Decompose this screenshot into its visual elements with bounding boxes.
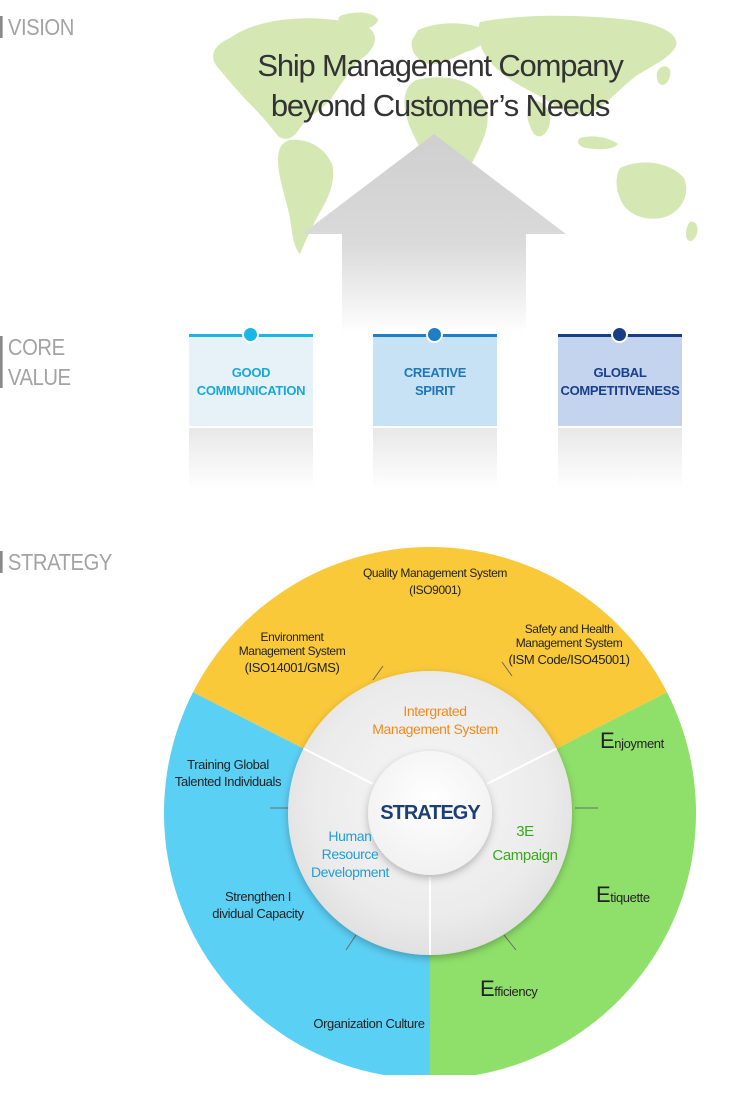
core-value-label: CREATIVE SPIRIT xyxy=(403,365,467,398)
efficiency-label-initial: E xyxy=(480,976,494,1001)
vision-title-line2: beyond Customer’s Needs xyxy=(270,88,610,123)
shms-label-line2: Management System xyxy=(516,636,623,650)
connector-tick xyxy=(372,665,384,681)
vision-title-line1: Ship Management Company xyxy=(257,48,623,83)
map-south-america xyxy=(278,139,334,254)
core-value-card: GOOD COMMUNICATION xyxy=(189,326,313,426)
vision-title: Ship Management Company beyond Customer’… xyxy=(210,46,670,126)
enjoyment-label: Enjoyment xyxy=(600,728,665,753)
map-north-america xyxy=(213,18,376,139)
organization-culture-label: Organization Culture xyxy=(313,1016,424,1031)
core-value-label-text: CORE VALUE xyxy=(7,334,71,390)
core-value-reflection xyxy=(189,428,313,490)
vision-section-label: VISION xyxy=(0,12,74,42)
center-circle xyxy=(368,751,492,875)
ims-label-line1: Intergrated xyxy=(403,703,466,719)
training-global-line2: Talented Individuals xyxy=(175,774,282,789)
section-bar xyxy=(0,551,3,573)
section-bar xyxy=(0,16,3,38)
connector-tick xyxy=(501,661,513,677)
qms-label-line1: Quality Management System xyxy=(363,566,507,580)
etiquette-label-initial: E xyxy=(596,882,610,907)
hrd-label-line1: Human xyxy=(328,828,371,844)
efficiency-label: Efficiency xyxy=(480,976,538,1001)
etiquette-label-rest: tiquette xyxy=(610,890,650,905)
core-value-reflection xyxy=(558,428,682,490)
ems-label-line3: (ISO14001/GMS) xyxy=(245,660,340,675)
ims-label-line2: Management System xyxy=(372,721,497,737)
map-japan xyxy=(656,66,671,85)
shms-label-line3: (ISM Code/ISO45001) xyxy=(508,652,629,667)
hrd-label-line3: Development xyxy=(311,864,390,880)
core-value-dot-icon xyxy=(426,326,443,343)
strategy-section-label: STRATEGY xyxy=(0,547,112,577)
up-arrow-graphic xyxy=(302,134,566,334)
campaign-label-line1: 3E xyxy=(516,823,534,840)
map-indonesia xyxy=(578,136,618,150)
connector-tick xyxy=(345,934,357,951)
etiquette-label: Etiquette xyxy=(596,882,650,907)
connector-tick xyxy=(503,934,517,951)
section-bar xyxy=(0,336,3,388)
core-value-dot-icon xyxy=(242,326,259,343)
ems-label-line1: Environment xyxy=(261,630,325,644)
map-greenland xyxy=(338,12,378,30)
core-value-dot-icon xyxy=(611,326,628,343)
inner-divider xyxy=(486,747,557,785)
strategy-label-text: STRATEGY xyxy=(7,549,113,575)
ems-label-line2: Management System xyxy=(239,644,346,658)
vision-label-text: VISION xyxy=(7,14,74,40)
map-new-zealand xyxy=(686,221,698,242)
core-value-card: CREATIVE SPIRIT xyxy=(373,326,497,426)
strategy-center-label: STRATEGY xyxy=(380,802,481,824)
map-india xyxy=(527,100,551,137)
core-value-reflection xyxy=(373,428,497,490)
core-value-label: GOOD COMMUNICATION xyxy=(196,365,306,398)
map-asia xyxy=(478,15,677,115)
strengthen-line2: dividual Capacity xyxy=(212,906,304,921)
shms-label-line1: Safety and Health xyxy=(525,622,614,636)
map-australia xyxy=(616,162,687,219)
efficiency-label-rest: fficiency xyxy=(494,984,538,999)
enjoyment-label-initial: E xyxy=(600,728,614,753)
world-map-background xyxy=(213,12,698,254)
core-value-card: GLOBAL COMPETITIVENESS xyxy=(558,326,682,426)
strengthen-line1: Strengthen I xyxy=(225,889,291,904)
qms-label-line2: (ISO9001) xyxy=(409,583,461,597)
campaign-label-line2: Campaign xyxy=(492,847,557,864)
enjoyment-label-rest: njoyment xyxy=(614,736,664,751)
hrd-label-line2: Resource xyxy=(322,846,379,862)
map-europe xyxy=(411,23,487,65)
core-value-label: GLOBAL COMPETITIVENESS xyxy=(560,365,680,398)
training-global-line1: Training Global xyxy=(187,757,269,772)
inner-divider xyxy=(303,747,374,785)
core-value-section-label: CORE VALUE xyxy=(0,332,71,392)
